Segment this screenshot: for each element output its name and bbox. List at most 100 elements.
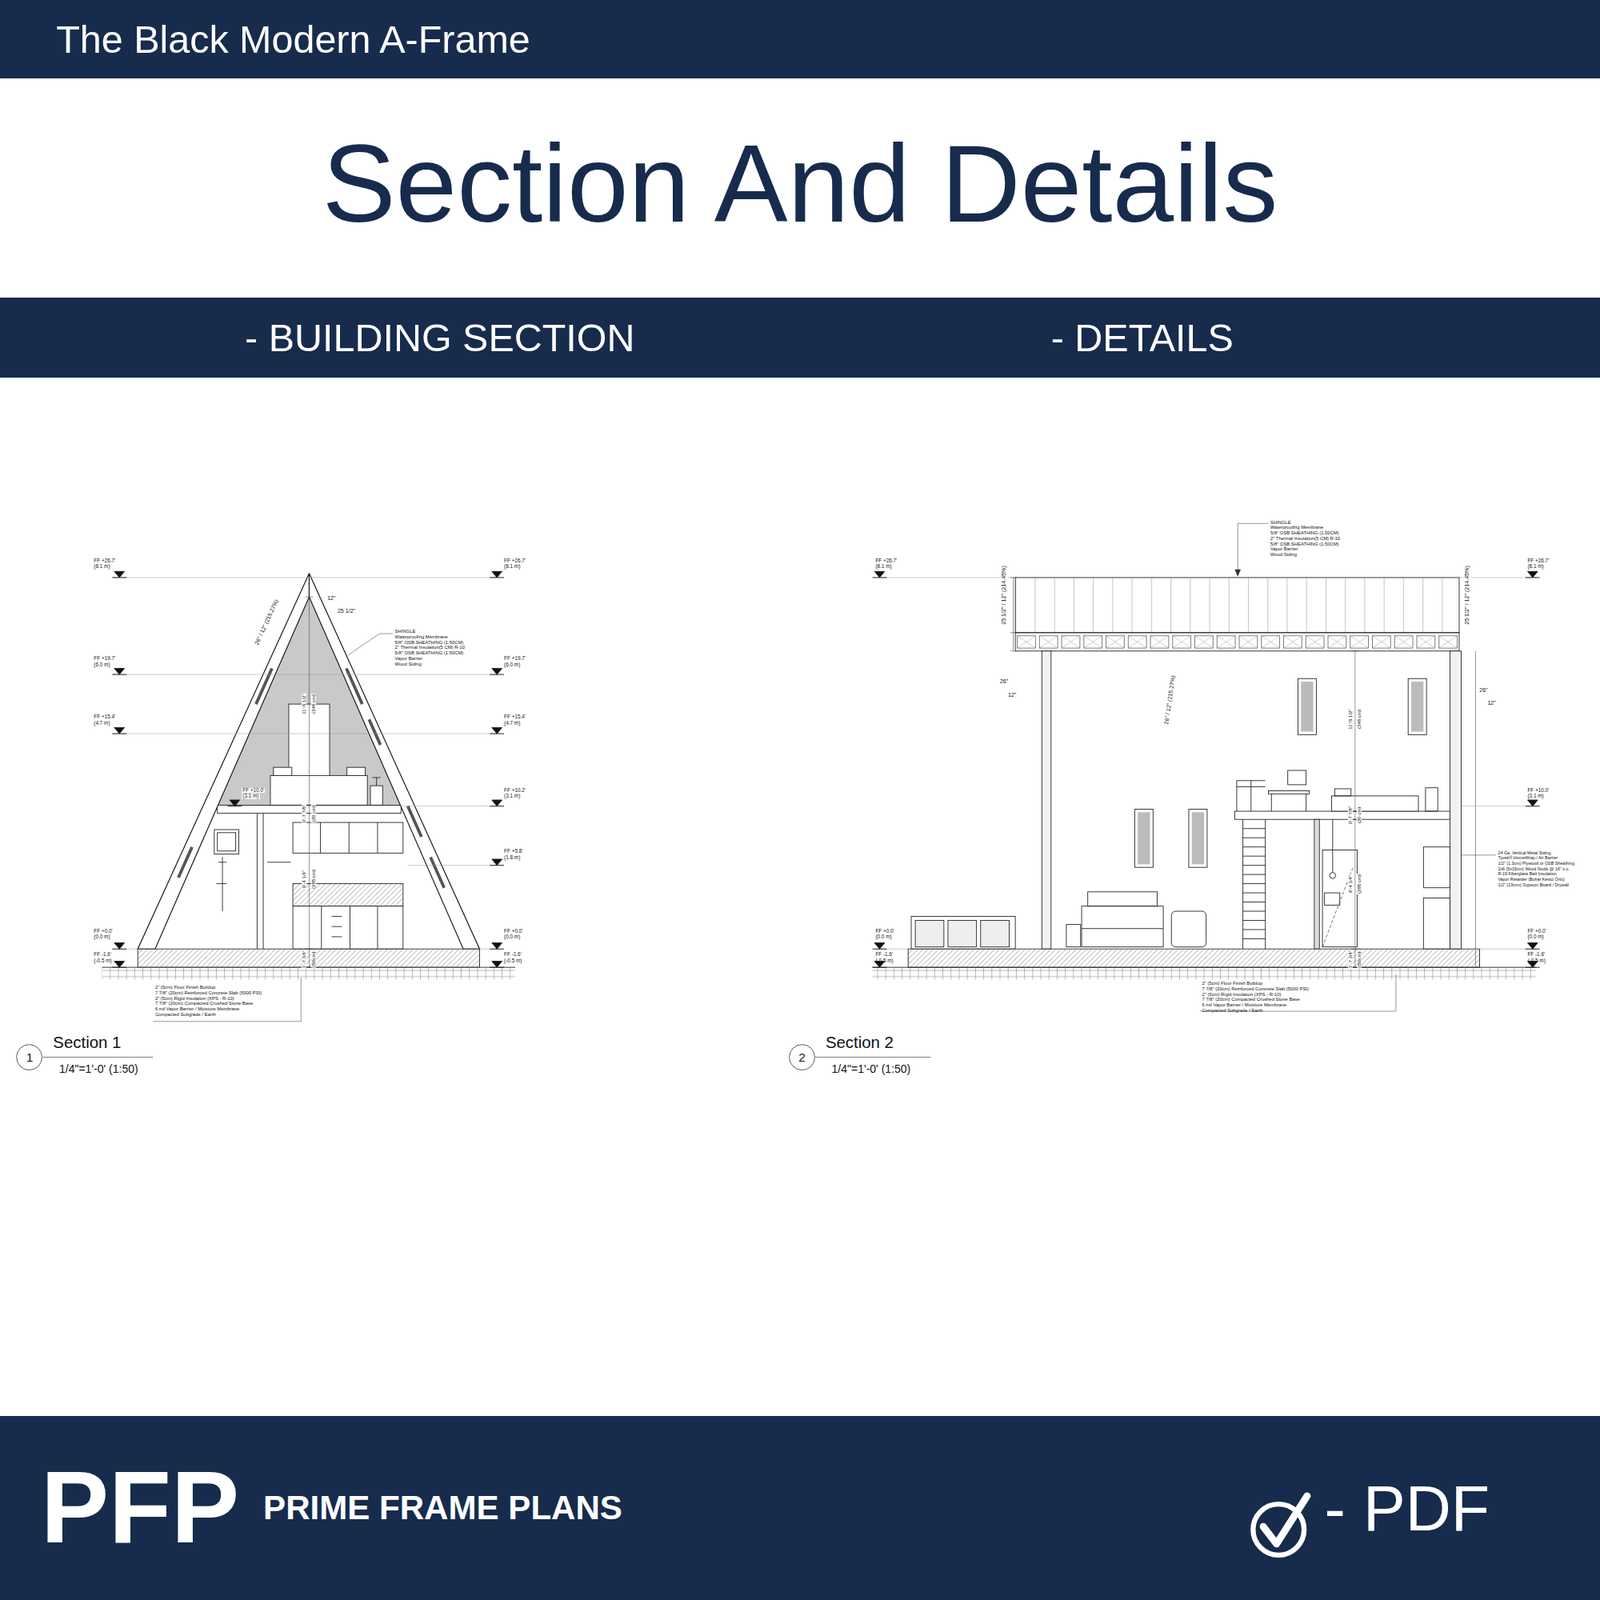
level-marker: FF +26.7' — [93, 558, 116, 564]
drawing-stroke — [1525, 943, 1540, 950]
level-marker: (-0.5 m) — [875, 958, 893, 964]
dimension-text: 9'-4 1/4" — [1347, 873, 1352, 893]
drawing-stroke — [408, 806, 422, 837]
material-note: Vapor Retarder (Buhar Kesici Örtü) — [1497, 877, 1564, 882]
level-marker: (8.1 m) — [504, 564, 520, 569]
drawing-stroke — [178, 668, 444, 888]
drawing-stroke — [1324, 892, 1340, 905]
drawing-stroke — [1243, 819, 1266, 949]
callout-circle: 1 — [16, 1044, 43, 1071]
level-marker: (1.8 m) — [504, 855, 520, 860]
drawing-stroke — [256, 668, 272, 704]
drawing-stroke — [346, 668, 363, 704]
material-note: 2" (5cm) Floor Finish Buildup — [155, 985, 216, 991]
material-note: 2" (5cm) Rigid Insulation (XPS - R-10) — [1202, 992, 1282, 998]
drawing-stroke — [1081, 906, 1164, 948]
drawing-stroke — [875, 948, 1536, 950]
drawing-stroke — [1450, 651, 1462, 949]
material-note: 2x6 (5x15cm) Wood Studs @ 16" o.c. — [1497, 867, 1569, 872]
material-note: 2" Thermal Insulation(5 CM) R-10 — [395, 645, 465, 651]
drawing-stroke — [1237, 523, 1268, 571]
page-title: Section And Details — [0, 128, 1600, 240]
drawing-stroke — [1332, 796, 1419, 812]
drawing-stroke — [980, 920, 1010, 948]
dimension-text: (285 cm) — [311, 868, 316, 890]
level-marker: FF +10.0' — [1527, 788, 1549, 793]
slope-dimension: 26" / 12" (215.27%) — [254, 598, 281, 648]
level-marker: FF +15.4' — [93, 714, 116, 720]
drawing-stroke — [1200, 974, 1396, 1012]
drawing-stroke — [1234, 811, 1450, 820]
drawing-stroke — [229, 805, 500, 807]
dimension-text: 9'-4 1/4" — [301, 869, 307, 889]
drawing-stroke — [872, 943, 888, 950]
level-marker: (3.1 m) — [241, 793, 260, 799]
drawing-stroke — [112, 733, 500, 735]
drawing-stroke — [1297, 678, 1316, 735]
level-marker: FF +10.2' — [504, 788, 526, 793]
brand-logo: PFP — [40, 1456, 240, 1560]
callout-number: 2 — [798, 1051, 806, 1064]
drawing-stroke — [1461, 854, 1496, 856]
drawing-stroke — [875, 576, 1536, 578]
header-bar: The Black Modern A-Frame — [0, 0, 1600, 79]
drawing-stroke — [948, 920, 977, 948]
level-marker: (0.0 m) — [1527, 934, 1544, 940]
drawing-stroke — [304, 573, 313, 968]
level-marker: FF +0.0' — [93, 928, 112, 934]
format-badge: - PDF — [1324, 1476, 1490, 1540]
drawing-stroke — [112, 577, 500, 968]
level-marker: FF +0.0' — [504, 928, 523, 934]
drawing-stroke — [267, 861, 291, 863]
level-marker: (0.0 m) — [875, 934, 892, 940]
level-marker: (8.1 m) — [1527, 564, 1544, 569]
callout-number: 1 — [26, 1051, 34, 1064]
drawing-stroke — [263, 813, 264, 950]
level-marker: FF +19.7' — [93, 656, 116, 661]
drawing-stroke — [1171, 911, 1206, 948]
drawing-stroke — [911, 916, 1016, 949]
section-title: Section 2 — [825, 1034, 894, 1051]
slope-dimension: 12" — [1007, 692, 1017, 699]
level-marker: (4.7 m) — [93, 720, 110, 726]
material-note: 2" (5cm) Floor Finish Buildup — [1202, 981, 1263, 987]
drawing-stroke — [872, 967, 1536, 968]
slope-dimension: 12" — [1486, 700, 1496, 707]
level-marker: FF -1.6' — [93, 952, 112, 957]
drawing-stroke — [112, 943, 127, 950]
drawing-stroke — [1423, 897, 1450, 949]
dimension-text: (348 cm) — [311, 693, 316, 715]
drawing-stroke — [1525, 800, 1540, 807]
scale-note: 1/4"=1'-0' (1:50) — [832, 1063, 912, 1075]
level-marker: (8.1 m) — [875, 564, 892, 569]
level-marker: (-0.5 m) — [1527, 958, 1545, 964]
drawing-stroke — [137, 573, 309, 949]
drawing-stroke — [372, 777, 381, 786]
drawing-stroke — [1314, 819, 1320, 949]
level-marker: FF +26.7' — [504, 558, 526, 564]
slope-dimension: 26" / 12" (215.27%) — [1164, 674, 1177, 726]
material-note: 7 7/8" (20cm) Compacted Crushed Stone Ba… — [155, 1001, 253, 1007]
drawing-stroke — [102, 967, 516, 980]
level-marker: (0.0 m) — [93, 934, 110, 940]
level-marker: FF +26.7' — [1527, 558, 1549, 564]
drawing-stroke — [1066, 924, 1081, 948]
material-note: Vapor Barrier — [395, 656, 423, 662]
drawing-stroke — [489, 727, 504, 734]
level-marker: FF +15.4' — [504, 714, 526, 720]
level-marker: FF -1.6' — [504, 952, 522, 957]
drawing-stroke — [320, 822, 378, 853]
drawing-stroke — [321, 906, 378, 950]
slope-dimension: 25 1/2" / 12" (214.45%) — [1002, 564, 1008, 626]
drawing-stroke — [1134, 808, 1153, 868]
drawing-stroke — [1188, 808, 1208, 868]
level-marker: FF -1.6' — [1527, 952, 1545, 957]
material-note: 5/8" OSB SHEATHING (1.50CM) — [395, 651, 464, 656]
material-note: 1/2" (13mm) Gypsum Board / Drywall — [1497, 883, 1569, 888]
drawing-stroke — [1234, 569, 1241, 577]
section-1 — [43, 571, 516, 1057]
dimension-text: 11'-5 1/2" — [301, 692, 307, 715]
drawing-stroke — [112, 674, 500, 676]
drawing-stroke — [1137, 812, 1150, 864]
